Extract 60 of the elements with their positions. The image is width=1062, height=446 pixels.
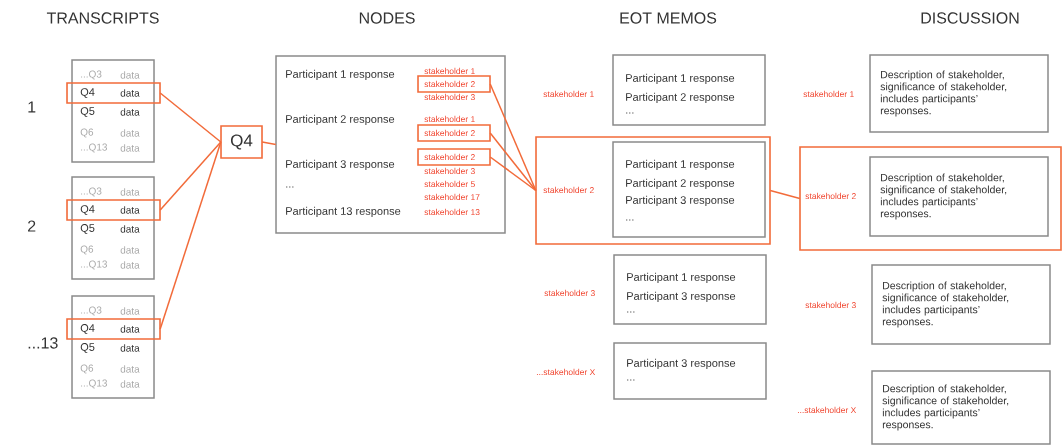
node-label: data [120, 188, 140, 196]
node-label: Q6 [80, 245, 94, 255]
discussion-box: Description of stakeholder, significance of stakeholder, includes participants’ responses. [869, 54, 1049, 133]
stakeholder-tag: stakeholder 2 [417, 124, 491, 142]
node-label: data [120, 144, 140, 152]
connector-line [489, 156, 537, 192]
question-box: Q4 [220, 125, 263, 159]
question-row: Q4 data [66, 318, 161, 340]
node-label: data [120, 344, 140, 352]
connector-line [489, 83, 537, 192]
column-heading: TRANSCRIPTS [46, 12, 159, 24]
node-label: data [120, 365, 140, 373]
memo-box: Participant 1 response Participant 2 response Participant 3 response ... [612, 141, 766, 238]
row-number: 2 [28, 220, 36, 232]
question-row: Q4 data [66, 82, 161, 104]
question-row: Q4 data [66, 199, 161, 221]
node-label: data [120, 261, 140, 269]
connector-line [769, 189, 801, 200]
node-label: data [120, 246, 140, 254]
row-number: 1 [28, 101, 36, 113]
stakeholder-tag: stakeholder 2 [417, 75, 491, 93]
connector-line [489, 132, 537, 192]
discussion-box: Description of stakeholder, significance of stakeholder, includes participants’ responses. [869, 156, 1049, 237]
connector-line [159, 141, 222, 211]
column-heading: EOT MEMOS [620, 12, 717, 24]
connector-line [159, 141, 222, 330]
stakeholder-label: ...stakeholder X [797, 406, 857, 414]
node-label: data [120, 225, 140, 233]
memo-box: Participant 3 response ... [613, 342, 767, 400]
stakeholder-tag: stakeholder 2 [417, 148, 491, 166]
node-label: data [120, 129, 140, 137]
node-label: Q6 [80, 364, 94, 374]
node-label: data [120, 108, 140, 116]
node-label: Q5 [80, 224, 95, 234]
node-label: ...Q13 [81, 379, 108, 389]
node-label: ...Q13 [81, 143, 108, 153]
connector-line [159, 92, 222, 143]
node-label: data [120, 71, 140, 79]
column-heading: NODES [359, 12, 415, 24]
memo-box: Participant 1 response Participant 2 response ... [612, 54, 766, 126]
stakeholder-label: ...stakeholder X [537, 368, 596, 376]
node-label: ...Q3 [81, 70, 102, 80]
node-label: data [120, 380, 140, 388]
stakeholder-label: stakeholder 1 [803, 90, 854, 98]
node-label: ...Q3 [81, 306, 102, 316]
node-label: data [120, 307, 140, 315]
stakeholder-label: stakeholder 3 [544, 289, 595, 297]
discussion-box: Description of stakeholder, significance of stakeholder, includes participants’ responses. [871, 370, 1051, 445]
connector-line [261, 141, 277, 146]
memo-box: Participant 1 response Participant 3 response ... [613, 254, 767, 325]
stakeholder-label: stakeholder 3 [805, 301, 856, 309]
stakeholder-label: stakeholder 1 [543, 90, 594, 98]
node-label: Q5 [80, 343, 95, 353]
node-label: ...Q13 [81, 260, 108, 270]
node-label: Q6 [80, 128, 94, 138]
node-label: ...Q3 [81, 187, 102, 197]
column-heading: DISCUSSION [921, 12, 1019, 24]
row-number: ...13 [28, 337, 58, 349]
discussion-box: Description of stakeholder, significance of stakeholder, includes participants’ responses. [871, 264, 1051, 345]
node-label: Q5 [80, 107, 95, 117]
